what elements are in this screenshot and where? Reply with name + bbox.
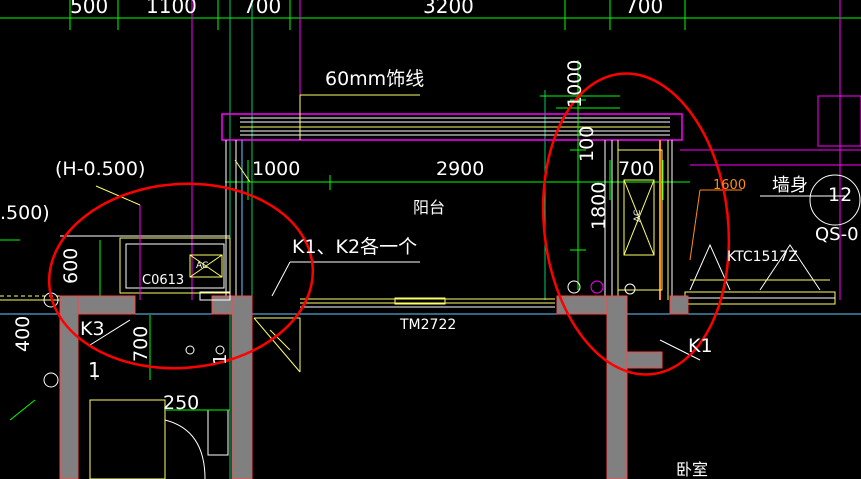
window-left-label: C0613 [142, 273, 185, 288]
bathroom-fixtures [89, 315, 230, 479]
dim-top-700b: 700 [625, 0, 664, 18]
ac-label-right: AC [633, 209, 643, 222]
highlight-circles [47, 72, 731, 376]
dim-vertical-100: 100 [576, 125, 598, 162]
small-circles [43, 174, 861, 388]
wall-body-label: 墙身 [772, 175, 808, 196]
qs-label: QS-0 [815, 224, 859, 245]
small-1b-label: 1 [210, 353, 231, 365]
dim-top-500: 500 [70, 0, 109, 18]
ac-label-left: AC [196, 261, 209, 271]
dim-vertical-1000: 1000 [564, 59, 586, 108]
grid-12-label: 12 [828, 184, 853, 206]
dim-vertical-1800: 1800 [588, 181, 610, 230]
dim-top-700a: 700 [243, 0, 282, 18]
balcony-label: 阳台 [413, 198, 446, 217]
top-dimension-line [0, 0, 861, 30]
ac-unit-right [617, 149, 663, 291]
highlight-circle-left [47, 182, 315, 370]
bedroom-label: 卧室 [676, 460, 709, 479]
dim-vertical-700: 700 [130, 325, 152, 362]
dim-250: 250 [163, 392, 200, 414]
window-right-label: KTC1517Z [727, 249, 798, 265]
door-label: TM2722 [400, 317, 457, 333]
ac-unit-left [119, 237, 231, 294]
dim-balcony-700: 700 [618, 158, 655, 180]
k1-label: K1 [688, 335, 713, 357]
walls [59, 295, 689, 479]
dim-vertical-400: 400 [12, 315, 34, 352]
small-1-label: 1 [88, 358, 101, 382]
leader-lines [9, 159, 845, 421]
k3-label: K3 [80, 318, 105, 340]
dim-vertical-600: 600 [60, 247, 82, 284]
dim-balcony-2900: 2900 [436, 158, 485, 180]
dim-1600: 1600 [713, 178, 747, 193]
dim-top-3200: 3200 [423, 0, 474, 18]
elevation-label: (H-0.500) [55, 158, 146, 180]
molding-label: 60mm饰线 [325, 68, 425, 90]
dim-balcony-1000: 1000 [252, 158, 301, 180]
balcony-molding [221, 94, 683, 141]
balcony-door [0, 297, 861, 315]
dim-top-1100: 1100 [146, 0, 197, 18]
highlight-circle-right [541, 72, 731, 376]
elevation-label-left: .500) [0, 202, 50, 224]
k-note-label: K1、K2各一个 [292, 236, 418, 258]
